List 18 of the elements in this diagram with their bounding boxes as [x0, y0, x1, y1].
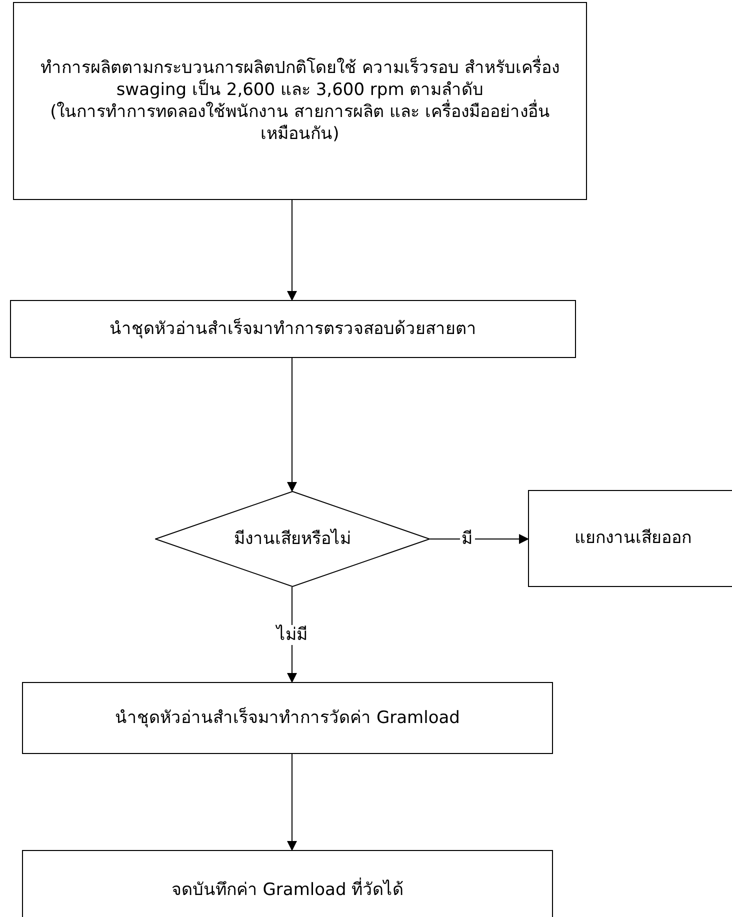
- node-text: นำชุดหัวอ่านสำเร็จมาทำการวัดค่า Gramload: [115, 706, 460, 730]
- process-box: [10, 300, 576, 358]
- arrow: [287, 358, 297, 492]
- node-text: จดบันทึกค่า Gramload ที่วัดได้: [171, 878, 404, 902]
- node-text: มีงานเสียหรือไม่: [234, 528, 351, 550]
- process-box: [528, 490, 732, 587]
- node-text: ทำการผลิตตามกระบวนการผลิตปกติโดยใช้ ความเร็วรอบ สำหรับเครื่อง swaging เป็น 2,600 และ 3,600 rpm ตามลำดับ: [40, 56, 560, 100]
- decision-diamond: [155, 491, 430, 587]
- arrow: [430, 534, 529, 544]
- process-box: [22, 682, 553, 754]
- arrow: [287, 200, 297, 301]
- process-box: [13, 2, 587, 200]
- process-box: [22, 850, 553, 917]
- node-text: (ในการทำการทดลองใช้พนักงาน สายการผลิต และ เครื่องมืออย่างอื่นเหมือนกัน): [40, 101, 560, 146]
- node-text: แยกงานเสียออก: [574, 527, 692, 550]
- arrow: [287, 754, 297, 851]
- edge-label: ไม่มี: [274, 625, 310, 646]
- node-text: นำชุดหัวอ่านสำเร็จมาทำการตรวจสอบด้วยสายตา: [110, 318, 476, 340]
